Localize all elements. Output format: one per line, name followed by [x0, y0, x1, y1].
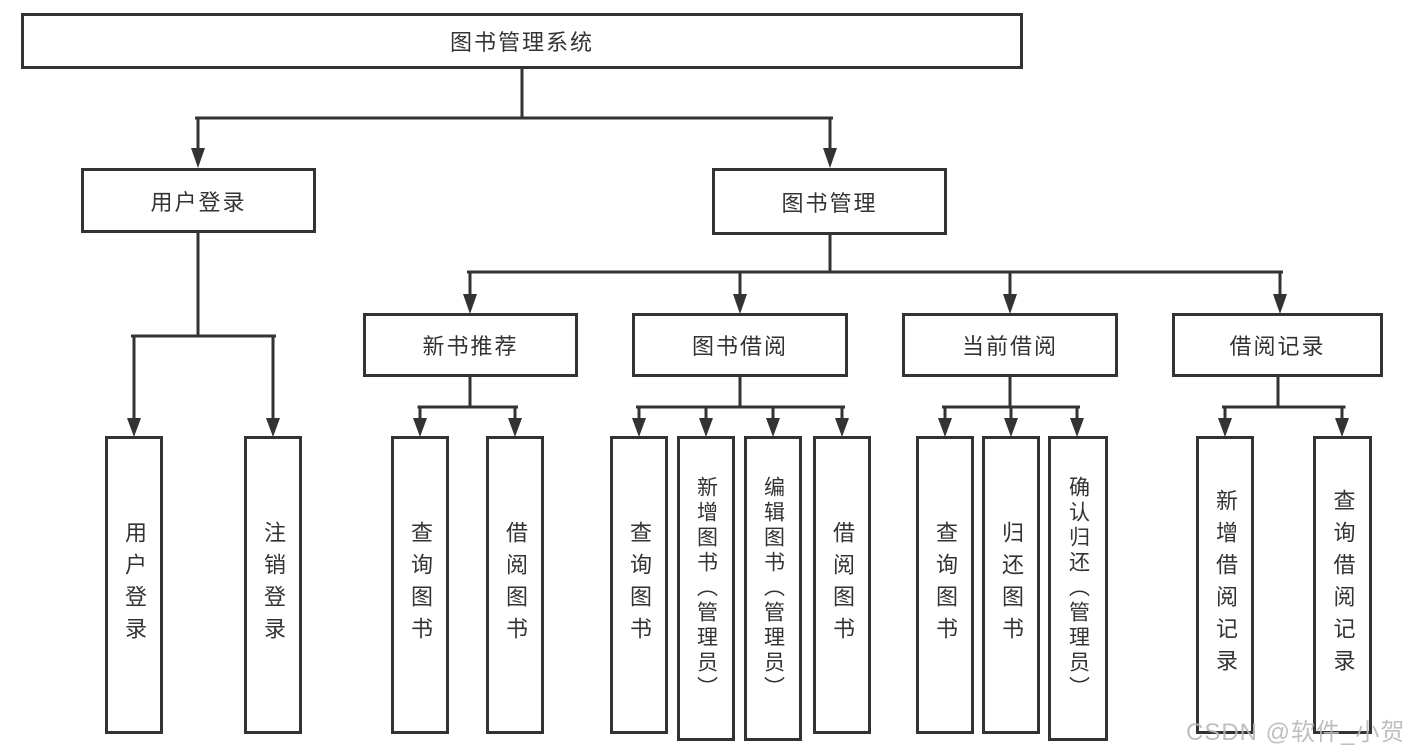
node-book-mgmt-label: 图书管理: [781, 190, 878, 216]
node-leaf-user-login-label: 用户登录: [122, 521, 147, 649]
connector-book-borrow-to-leaves: [632, 375, 849, 437]
node-leaf-bb-borrow-label: 借阅图书: [830, 521, 855, 649]
node-book-mgmt: 图书管理: [712, 168, 947, 235]
node-leaf-cb-confirm: 确认归还（管理员）: [1048, 436, 1108, 741]
node-leaf-logout-label: 注销登录: [261, 521, 286, 649]
node-leaf-br-add-label: 新增借阅记录: [1213, 489, 1238, 681]
node-leaf-br-query-label: 查询借阅记录: [1330, 489, 1356, 681]
node-current-borrow-label: 当前借阅: [961, 334, 1058, 359]
node-leaf-cb-return: 归还图书: [982, 436, 1040, 734]
node-leaf-cb-confirm-label: 确认归还（管理员）: [1066, 476, 1090, 701]
node-leaf-user-login: 用户登录: [105, 436, 163, 734]
node-user-login: 用户登录: [81, 168, 316, 233]
csdn-watermark: CSDN @软件_小贺同学: [1186, 719, 1405, 746]
node-leaf-bb-add: 新增图书（管理员）: [677, 436, 735, 741]
node-leaf-bb-query: 查询图书: [610, 436, 668, 734]
node-leaf-br-query: 查询借阅记录: [1313, 436, 1372, 734]
node-leaf-cb-query-label: 查询图书: [933, 521, 958, 649]
node-root: 图书管理系统: [21, 13, 1023, 69]
node-leaf-bb-borrow: 借阅图书: [813, 436, 871, 734]
node-new-book-rec: 新书推荐: [363, 313, 578, 377]
node-book-borrow-label: 图书借阅: [691, 334, 788, 359]
node-leaf-nbr-borrow-label: 借阅图书: [503, 521, 528, 649]
node-leaf-cb-return-label: 归还图书: [999, 521, 1024, 649]
node-book-borrow: 图书借阅: [632, 313, 848, 377]
node-current-borrow: 当前借阅: [902, 313, 1118, 377]
node-leaf-logout: 注销登录: [244, 436, 302, 734]
connector-book-mgmt-to-level3: [463, 233, 1287, 314]
connector-current-borrow-to-leaves: [938, 375, 1084, 437]
node-leaf-bb-edit: 编辑图书（管理员）: [744, 436, 802, 741]
node-leaf-nbr-query: 查询图书: [391, 436, 449, 734]
node-leaf-cb-query: 查询图书: [916, 436, 974, 734]
connector-borrow-records-to-leaves: [1218, 375, 1349, 437]
connector-root-to-level2: [191, 66, 837, 168]
node-leaf-bb-edit-label: 编辑图书（管理员）: [761, 476, 785, 701]
node-root-label: 图书管理系统: [449, 30, 594, 55]
node-user-login-label: 用户登录: [150, 189, 247, 215]
node-leaf-nbr-query-label: 查询图书: [408, 521, 433, 649]
node-borrow-records-label: 借阅记录: [1229, 334, 1326, 359]
node-new-book-rec-label: 新书推荐: [422, 334, 519, 359]
connector-new-book-rec-to-leaves: [413, 375, 522, 437]
node-leaf-nbr-borrow: 借阅图书: [486, 436, 544, 734]
node-borrow-records: 借阅记录: [1172, 313, 1383, 377]
connector-user-login-to-leaves: [127, 231, 280, 437]
node-leaf-bb-add-label: 新增图书（管理员）: [694, 476, 718, 701]
node-leaf-bb-query-label: 查询图书: [627, 521, 652, 649]
node-leaf-br-add: 新增借阅记录: [1196, 436, 1254, 734]
